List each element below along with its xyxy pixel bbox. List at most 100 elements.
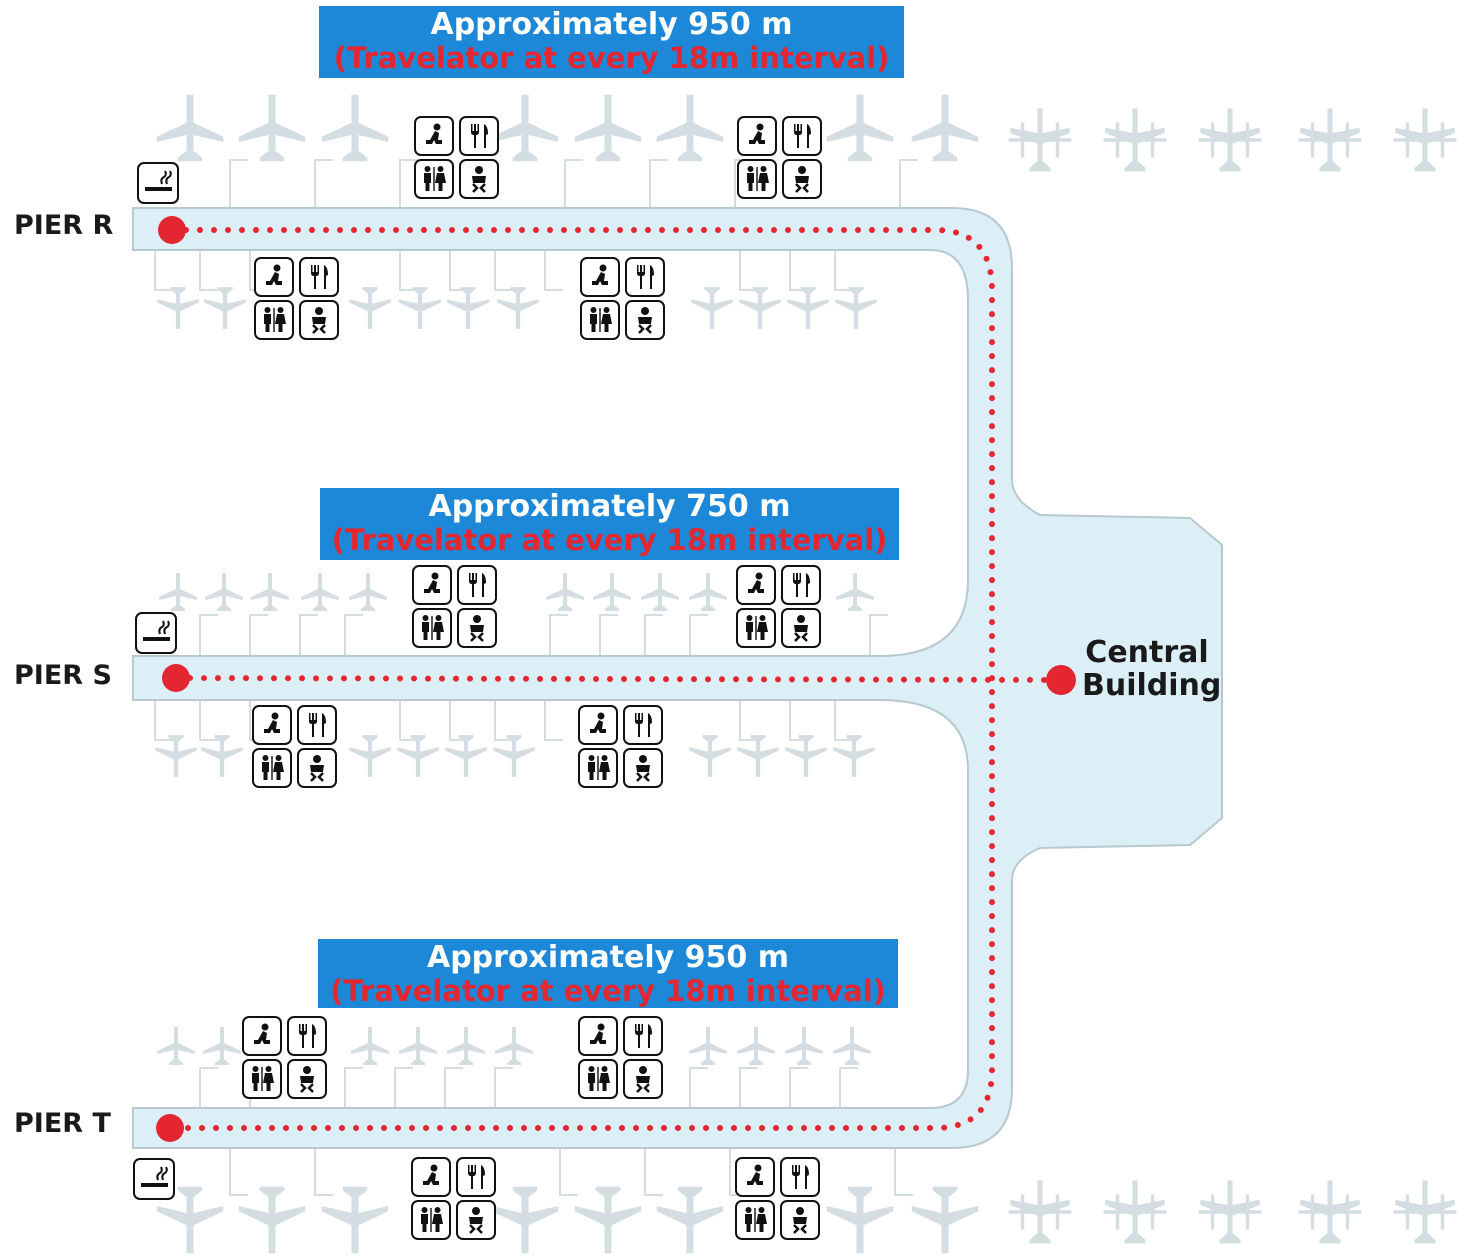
central-building-line2: Building bbox=[1082, 668, 1222, 703]
aircraft-icon bbox=[1198, 108, 1262, 172]
prayer-room-icon bbox=[578, 1016, 618, 1056]
smoking-area-icon bbox=[133, 1158, 175, 1200]
aircraft-icon bbox=[785, 735, 827, 777]
baby-care-icon bbox=[781, 608, 821, 648]
restroom-icon bbox=[580, 300, 620, 340]
restaurant-icon bbox=[625, 257, 665, 297]
pier-t-endpoint bbox=[156, 1114, 184, 1142]
aircraft-icon bbox=[497, 287, 539, 329]
aircraft-icon bbox=[397, 735, 439, 777]
gate-bridge bbox=[739, 250, 758, 291]
aircraft-icon bbox=[737, 1027, 775, 1065]
gate-bridge bbox=[559, 1148, 578, 1196]
facility-block bbox=[578, 1016, 666, 1104]
gate-bridge bbox=[399, 250, 418, 291]
aircraft-icon bbox=[574, 94, 642, 162]
gate-bridge bbox=[399, 159, 418, 208]
aircraft-icon bbox=[836, 573, 874, 611]
restaurant-icon bbox=[457, 565, 497, 605]
restroom-icon bbox=[578, 748, 618, 788]
facility-block bbox=[242, 1016, 330, 1104]
distance-text: Approximately 950 m bbox=[430, 7, 793, 42]
facility-block bbox=[736, 565, 824, 653]
aircraft-icon bbox=[205, 573, 243, 611]
aircraft-icon bbox=[349, 573, 387, 611]
gate-bridge bbox=[544, 700, 563, 741]
aircraft-icon bbox=[1008, 108, 1072, 172]
gate-bridge bbox=[199, 1067, 218, 1108]
central-building-endpoint bbox=[1046, 665, 1076, 695]
gate-bridge bbox=[494, 250, 513, 291]
aircraft-icon bbox=[1198, 1180, 1262, 1244]
smoking-area-icon bbox=[135, 612, 177, 654]
restaurant-icon bbox=[623, 705, 663, 745]
aircraft-icon bbox=[203, 1027, 241, 1065]
gate-bridge bbox=[314, 159, 333, 208]
prayer-room-icon bbox=[414, 116, 454, 156]
gate-bridge bbox=[834, 700, 853, 741]
prayer-room-icon bbox=[412, 565, 452, 605]
distance-banner-pier-r: Approximately 950 m (Travelator at every… bbox=[319, 6, 904, 78]
distance-banner-pier-t: Approximately 950 m (Travelator at every… bbox=[318, 939, 898, 1008]
gate-bridge bbox=[449, 700, 468, 741]
gate-bridge bbox=[739, 1067, 758, 1108]
gate-bridge bbox=[839, 1067, 858, 1108]
restroom-icon bbox=[414, 159, 454, 199]
facility-block bbox=[411, 1157, 499, 1245]
gate-bridge bbox=[444, 1067, 463, 1108]
gate-bridge bbox=[899, 159, 918, 208]
aircraft-icon bbox=[495, 1027, 533, 1065]
aircraft-icon bbox=[155, 735, 197, 777]
aircraft-icon bbox=[689, 1027, 727, 1065]
facility-block bbox=[580, 257, 668, 345]
aircraft-icon bbox=[911, 94, 979, 162]
restaurant-icon bbox=[782, 116, 822, 156]
facility-block bbox=[737, 116, 825, 204]
restaurant-icon bbox=[287, 1016, 327, 1056]
aircraft-icon bbox=[833, 735, 875, 777]
gate-bridge bbox=[344, 614, 363, 656]
aircraft-icon bbox=[689, 735, 731, 777]
baby-care-icon bbox=[457, 608, 497, 648]
aircraft-icon bbox=[656, 94, 724, 162]
gate-bridge bbox=[314, 1148, 333, 1196]
aircraft-icon bbox=[301, 573, 339, 611]
facility-block bbox=[735, 1157, 823, 1245]
aircraft-icon bbox=[826, 94, 894, 162]
gate-bridge bbox=[739, 700, 758, 741]
baby-care-icon bbox=[459, 159, 499, 199]
gate-bridge bbox=[154, 250, 173, 291]
prayer-room-icon bbox=[736, 565, 776, 605]
baby-care-icon bbox=[623, 1059, 663, 1099]
gate-bridge bbox=[199, 614, 218, 656]
restaurant-icon bbox=[456, 1157, 496, 1197]
gate-bridge bbox=[394, 1067, 413, 1108]
prayer-room-icon bbox=[242, 1016, 282, 1056]
pier-s-endpoint bbox=[162, 664, 190, 692]
restroom-icon bbox=[578, 1059, 618, 1099]
gate-bridge bbox=[544, 250, 563, 291]
aircraft-icon bbox=[1103, 1180, 1167, 1244]
baby-care-icon bbox=[623, 748, 663, 788]
aircraft-icon bbox=[835, 287, 877, 329]
facility-block bbox=[578, 705, 666, 793]
aircraft-icon bbox=[201, 735, 243, 777]
aircraft-icon bbox=[238, 94, 306, 162]
restroom-icon bbox=[735, 1200, 775, 1240]
aircraft-icon bbox=[1393, 108, 1457, 172]
pier-r-endpoint bbox=[158, 216, 186, 244]
aircraft-icon bbox=[739, 287, 781, 329]
aircraft-icon bbox=[157, 287, 199, 329]
restroom-icon bbox=[254, 300, 294, 340]
travelator-note: (Travelator at every 18m interval) bbox=[330, 974, 886, 1008]
baby-care-icon bbox=[297, 748, 337, 788]
restroom-icon bbox=[411, 1200, 451, 1240]
travelator-note: (Travelator at every 18m interval) bbox=[331, 523, 888, 557]
prayer-room-icon bbox=[252, 705, 292, 745]
prayer-room-icon bbox=[254, 257, 294, 297]
baby-care-icon bbox=[780, 1200, 820, 1240]
facility-block bbox=[252, 705, 340, 793]
walking-route bbox=[167, 227, 1063, 1131]
gate-bridge bbox=[834, 250, 853, 291]
gate-bridge bbox=[154, 700, 173, 741]
